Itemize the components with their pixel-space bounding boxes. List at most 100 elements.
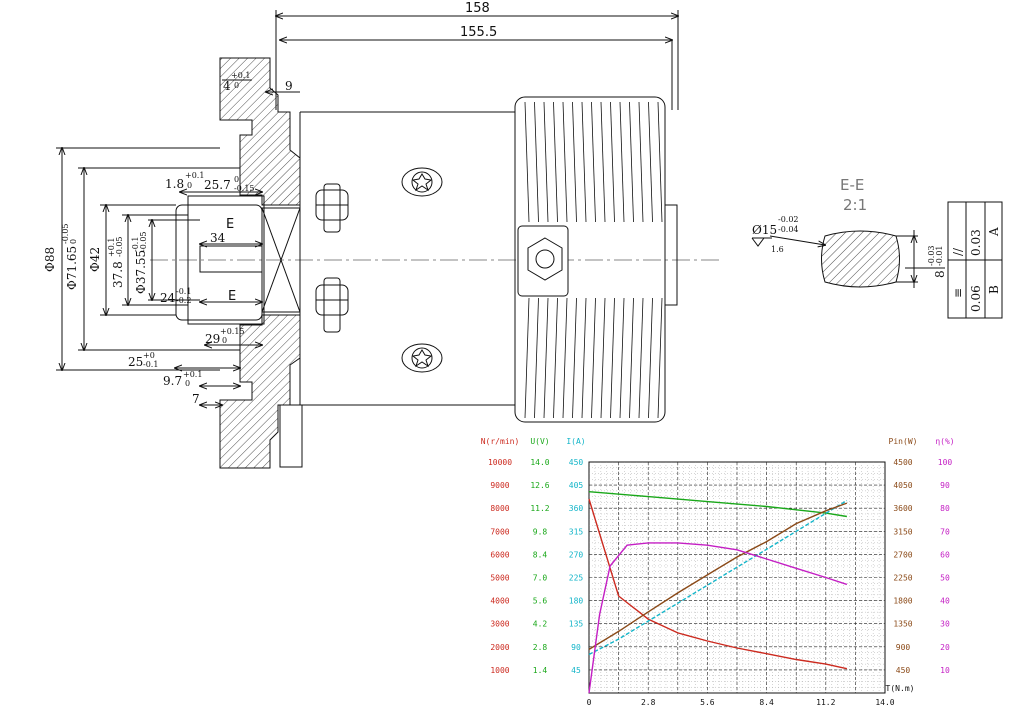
axis-title: I(A) <box>566 437 585 446</box>
axis-tick-label: 7000 <box>490 527 509 536</box>
axis-tick-label: 4500 <box>893 458 912 467</box>
dim-7: 7 <box>192 392 200 406</box>
axis-tick-label: 315 <box>569 527 584 536</box>
svg-text:+0.1: +0.1 <box>107 238 116 257</box>
detail-title: E-E <box>840 176 864 194</box>
axis-tick-label: 100 <box>938 458 953 467</box>
dim-34: 34 <box>210 231 226 245</box>
axis-tick-label: 8000 <box>490 504 509 513</box>
series-line <box>588 502 848 650</box>
svg-text:-0.1: -0.1 <box>143 360 158 369</box>
axis-tick-label: 2250 <box>893 574 912 583</box>
svg-text:+0.1: +0.1 <box>231 71 250 80</box>
axis-tick-label: 3150 <box>893 527 912 536</box>
axis-tick-label: 1.4 <box>533 666 548 675</box>
fcf-symmetry-symbol: ≡ <box>951 288 965 298</box>
axis-tick-label: 9000 <box>490 481 509 490</box>
detail-scale: 2:1 <box>843 196 867 214</box>
axis-tick-label: 5000 <box>490 574 509 583</box>
dim-phi-37-55: Φ37.55 <box>134 250 148 294</box>
fcf-symmetry-value: 0.06 <box>969 285 983 312</box>
axis-title: Pin(W) <box>889 437 918 446</box>
x-tick-label: 5.6 <box>700 698 715 707</box>
axis-tick-label: 2000 <box>490 643 509 652</box>
dim-phi-15: Ø15 <box>752 223 777 237</box>
axis-tick-label: 2.8 <box>533 643 548 652</box>
dim-25-7: 25.7 <box>204 178 231 192</box>
performance-chart: N(r/min)10002000300040005000600070008000… <box>481 437 955 707</box>
axis-tick-label: 11.2 <box>530 504 549 513</box>
axis-tick-label: 10 <box>940 666 950 675</box>
x-tick-label: 0 <box>587 698 592 707</box>
motor-side-view <box>56 10 720 469</box>
dim-overall-length: 158 <box>465 1 490 16</box>
axis-title: N(r/min) <box>481 437 520 446</box>
roughness-value: 1.6 <box>771 245 784 254</box>
screw-lower <box>401 343 443 373</box>
dim-phi-42: Φ42 <box>88 247 102 272</box>
x-tick-label: 8.4 <box>759 698 774 707</box>
axis-tick-label: 12.6 <box>530 481 549 490</box>
axis-tick-label: 45 <box>571 666 581 675</box>
axis-tick-label: 450 <box>896 666 911 675</box>
svg-text:0: 0 <box>222 336 227 345</box>
axis-tick-label: 450 <box>569 458 584 467</box>
dim-8: 8 <box>933 270 947 278</box>
svg-text:0: 0 <box>69 239 78 244</box>
svg-text:-0.15: -0.15 <box>234 184 255 193</box>
svg-text:-0.03: -0.03 <box>927 245 936 266</box>
axis-tick-label: 4.2 <box>533 620 548 629</box>
axis-tick-label: 90 <box>940 481 950 490</box>
axis-tick-label: 9.8 <box>533 527 548 536</box>
terminal-upper <box>315 183 349 233</box>
dim-24: 24 <box>160 291 176 305</box>
svg-text:-0.04: -0.04 <box>778 225 799 234</box>
axis-tick-label: 60 <box>940 550 950 559</box>
terminal-lower <box>315 277 349 333</box>
screw-upper <box>401 167 443 197</box>
axis-tick-label: 2700 <box>893 550 912 559</box>
axis-tick-label: 900 <box>896 643 911 652</box>
svg-text:-0.05: -0.05 <box>61 223 70 244</box>
axis-tick-label: 135 <box>569 620 584 629</box>
dim-4: 4 <box>223 79 231 93</box>
axis-tick-label: 8.4 <box>533 550 548 559</box>
svg-text:-0.02: -0.02 <box>778 215 799 224</box>
axis-tick-label: 7.0 <box>533 574 548 583</box>
x-tick-label: 11.2 <box>816 698 835 707</box>
svg-text:0: 0 <box>185 379 190 388</box>
svg-text:-0.05: -0.05 <box>115 236 124 257</box>
axis-tick-label: 405 <box>569 481 584 490</box>
x-axis-label: T(N.m) <box>886 684 915 693</box>
svg-text:-0.1: -0.1 <box>131 237 140 252</box>
dim-1-8: 1.8 <box>165 177 184 191</box>
dim-25: 25 <box>128 355 143 369</box>
axis-tick-label: 3000 <box>490 620 509 629</box>
axis-tick-label: 6000 <box>490 550 509 559</box>
axis-tick-label: 4050 <box>893 481 912 490</box>
svg-text:0: 0 <box>234 81 239 90</box>
series-line <box>588 542 848 694</box>
x-tick-label: 14.0 <box>875 698 894 707</box>
section-mark-e-top: E <box>226 217 234 232</box>
dim-37-8: 37.8 <box>111 261 125 288</box>
x-tick-label: 2.8 <box>641 698 656 707</box>
axis-tick-label: 10000 <box>488 458 512 467</box>
axis-tick-label: 80 <box>940 504 950 513</box>
svg-text:-0.1: -0.1 <box>176 287 191 296</box>
axis-tick-label: 20 <box>940 643 950 652</box>
dim-body-length: 155.5 <box>460 25 497 40</box>
axis-tick-label: 5.6 <box>533 597 548 606</box>
axis-title: η(%) <box>935 437 954 446</box>
axis-tick-label: 14.0 <box>530 458 549 467</box>
fcf-datum-a: A <box>987 227 1001 237</box>
axis-tick-label: 70 <box>940 527 950 536</box>
dim-9: 9 <box>285 79 293 93</box>
axis-tick-label: 4000 <box>490 597 509 606</box>
svg-text:0: 0 <box>187 181 192 190</box>
section-mark-e-bottom: E <box>228 289 236 304</box>
svg-text:+0.1: +0.1 <box>183 370 202 379</box>
dim-phi-88: Φ88 <box>43 247 57 272</box>
flange-section-lower <box>219 314 301 469</box>
